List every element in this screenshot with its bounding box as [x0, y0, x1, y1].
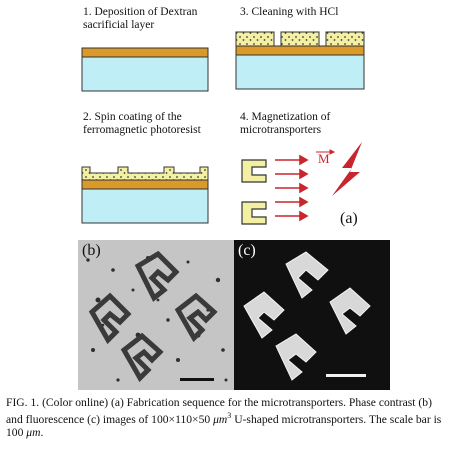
panel-a-label: (a) — [340, 210, 358, 227]
caption-scale-unit: μm — [26, 426, 41, 440]
step-3-text: 3. Cleaning with HCl — [240, 6, 339, 18]
panel-b-label: (b) — [82, 242, 101, 259]
magnetization-label: M — [318, 151, 330, 166]
caption-prefix: FIG. 1. (Color online) (a) Fabrication s… — [6, 396, 432, 427]
magnetization-arrows — [275, 154, 309, 222]
micrograph-c-fluorescence — [234, 240, 390, 390]
u-shape-bottom — [241, 201, 267, 225]
caption-end: . — [40, 426, 44, 440]
step-4-text: 4. Magnetization of microtransporters — [240, 111, 331, 136]
panel-c-label: (c) — [238, 242, 256, 259]
micrograph-b-phase-contrast — [78, 240, 234, 390]
step-2-stack — [81, 166, 209, 224]
scale-bar-b — [180, 378, 214, 381]
caption-unit-mu: μm — [213, 413, 228, 427]
u-shape-top — [241, 159, 267, 183]
caption-unit-exp: 3 — [227, 411, 232, 421]
figure-caption: FIG. 1. (Color online) (a) Fabrication s… — [6, 396, 446, 439]
step-1-stack — [81, 47, 209, 92]
lightning-bolt-icon — [332, 142, 362, 196]
step-1-text: 1. Deposition of Dextran sacrificial lay… — [83, 6, 198, 31]
step-3-stack — [235, 31, 365, 90]
scale-bar-c — [326, 374, 366, 377]
step-2-text: 2. Spin coating of the ferromagnetic pho… — [83, 111, 201, 136]
caption-suffix: U-shaped microtransporters. The scale ba… — [6, 413, 442, 440]
